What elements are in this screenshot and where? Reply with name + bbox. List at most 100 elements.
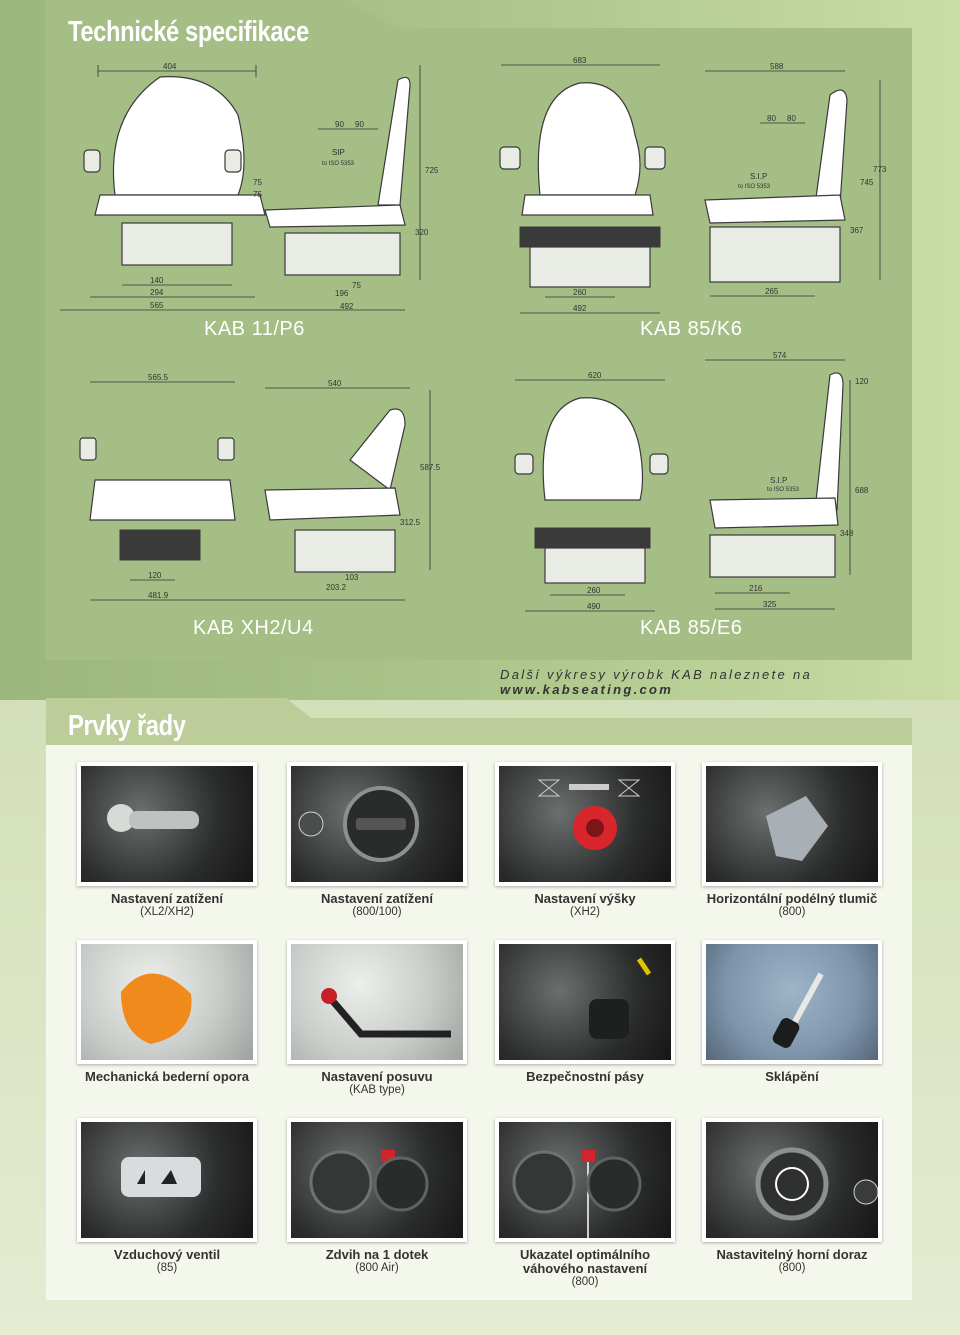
- website-link[interactable]: www.kabseating.com: [500, 682, 674, 697]
- armrest-right: [217, 437, 235, 461]
- mechanism-front: [534, 527, 651, 549]
- weight-indicator-icon: [512, 1150, 642, 1238]
- dim-80b: 80: [787, 114, 796, 123]
- feature-photo: [702, 1118, 882, 1242]
- seat-cushion-side: [264, 204, 406, 228]
- feature-title: Sklápění: [765, 1069, 819, 1084]
- feature-photo: [77, 940, 257, 1064]
- website-mid: KAB naleznete na: [671, 667, 813, 682]
- dim-260: 260: [573, 288, 587, 297]
- tilt-lever-icon: [772, 972, 824, 1048]
- dim-574: 574: [773, 351, 787, 360]
- seat-cushion-front: [89, 479, 236, 521]
- bellows-front: [529, 246, 651, 288]
- dim-103: 103: [345, 573, 359, 582]
- dim-120: 120: [148, 571, 162, 580]
- feature-top-stop: Nastavitelný horní doraz (800): [697, 1118, 887, 1275]
- dim-725: 725: [425, 166, 439, 175]
- feature-one-touch-lift: Zdvih na 1 dotek (800 Air): [282, 1118, 472, 1275]
- specs-title-tab: [46, 0, 396, 28]
- top-stop-icon: [755, 1147, 878, 1221]
- feature-subtitle: (85): [156, 1262, 178, 1274]
- armrest-left: [514, 453, 534, 475]
- rotary-knob-icon: [298, 786, 419, 862]
- dim-481-9: 481.9: [148, 591, 169, 600]
- bellows-side: [709, 226, 841, 283]
- dim-490: 490: [587, 602, 601, 611]
- sip-label: S.I.P: [770, 476, 787, 485]
- feature-air-valve: Vzduchový ventil (85): [72, 1118, 262, 1275]
- armrest-left: [499, 146, 521, 170]
- seat-cushion-front: [521, 194, 654, 216]
- armrest-right: [649, 453, 669, 475]
- feature-title: Bezpečnostní pásy: [526, 1069, 644, 1084]
- dim-683: 683: [573, 56, 587, 65]
- feature-subtitle: (KAB type): [349, 1084, 405, 1096]
- dim-540: 540: [328, 379, 342, 388]
- sip-label: S.I.P: [750, 172, 767, 181]
- dim-294: 294: [150, 288, 164, 297]
- feature-photo: [495, 1118, 675, 1242]
- drawing-kab-11-p6: 404 140 294 565 90 90 75 75 SIP to ISO 5…: [60, 55, 460, 325]
- dim-367: 367: [850, 226, 864, 235]
- website-note: Další výkresy výrobk KAB naleznete na ww…: [500, 667, 960, 697]
- feature-height-adjust: Nastavení výšky (XH2): [490, 762, 680, 919]
- feature-title: Zdvih na 1 dotek: [325, 1247, 429, 1262]
- dim-688: 688: [855, 486, 869, 495]
- feature-photo: [77, 762, 257, 886]
- feature-title: Ukazatel optimálního váhového nastavení: [519, 1247, 651, 1276]
- model-label-kab-xh2-u4: KAB XH2/U4: [193, 617, 314, 639]
- dim-216: 216: [749, 584, 763, 593]
- dim-120: 120: [855, 377, 869, 386]
- website-prefix: Další výkresy výrobk: [500, 667, 666, 682]
- sip-iso-label: to ISO 5353: [738, 184, 771, 190]
- dim-620: 620: [588, 371, 602, 380]
- backrest-side: [814, 89, 848, 206]
- dim-260: 260: [587, 586, 601, 595]
- drawing-kab-xh2-u4: 565.5 540 120 481.9 587.5 312.5 103 203.…: [60, 370, 460, 615]
- lumbar-knob-icon: [121, 973, 192, 1044]
- dim-196: 196: [335, 289, 349, 298]
- feature-tilt: Sklápění: [697, 940, 887, 1084]
- seat-cushion-side: [709, 497, 839, 529]
- feature-load-adjust-xl2: Nastavení zatížení (XL2/XH2): [72, 762, 262, 919]
- dim-492: 492: [340, 302, 354, 311]
- feature-photo: [77, 1118, 257, 1242]
- bellows-front: [544, 547, 646, 584]
- feature-lumbar-support: Mechanická bederní opora: [72, 940, 262, 1084]
- feature-title: Nastavení posuvu: [321, 1069, 433, 1084]
- sip-label: SIP: [332, 148, 345, 157]
- feature-photo: [495, 940, 675, 1064]
- dim-265: 265: [765, 287, 779, 296]
- armrest-right: [644, 146, 666, 170]
- feature-photo: [287, 940, 467, 1064]
- feature-subtitle: (800): [571, 1276, 599, 1288]
- feature-subtitle: (800 Air): [355, 1262, 399, 1274]
- dim-75a: 75: [253, 178, 262, 187]
- series-title-band: [46, 718, 912, 746]
- feature-photo: [702, 940, 882, 1064]
- damper-lever-icon: [766, 796, 828, 861]
- feature-seatbelt: Bezpečnostní pásy: [490, 940, 680, 1084]
- feature-title: Nastavitelný horní doraz: [716, 1247, 868, 1262]
- dim-140: 140: [150, 276, 164, 285]
- feature-title: Vzduchový ventil: [113, 1247, 221, 1262]
- backrest-side: [814, 372, 844, 511]
- dim-565-5: 565.5: [148, 373, 169, 382]
- dim-587-5: 587.5: [420, 463, 441, 472]
- bellows-side: [294, 529, 396, 573]
- dim-773: 773: [873, 165, 887, 174]
- feature-title: Nastavení zatížení: [111, 891, 223, 906]
- feature-photo: [287, 762, 467, 886]
- feature-title: Nastavení výšky: [534, 891, 636, 906]
- feature-photo: [287, 1118, 467, 1242]
- dim-203-2: 203.2: [326, 583, 347, 592]
- dim-320: 320: [415, 228, 429, 237]
- armrest-left: [83, 149, 101, 173]
- feature-horizontal-damper: Horizontální podélný tlumič (800): [697, 762, 887, 919]
- dim-90b: 90: [355, 120, 364, 129]
- feature-subtitle: (800/100): [352, 906, 402, 918]
- sip-iso-label: to ISO 5353: [767, 487, 800, 493]
- dim-75c: 75: [352, 281, 361, 290]
- model-label-kab-11-p6: KAB 11/P6: [204, 318, 305, 340]
